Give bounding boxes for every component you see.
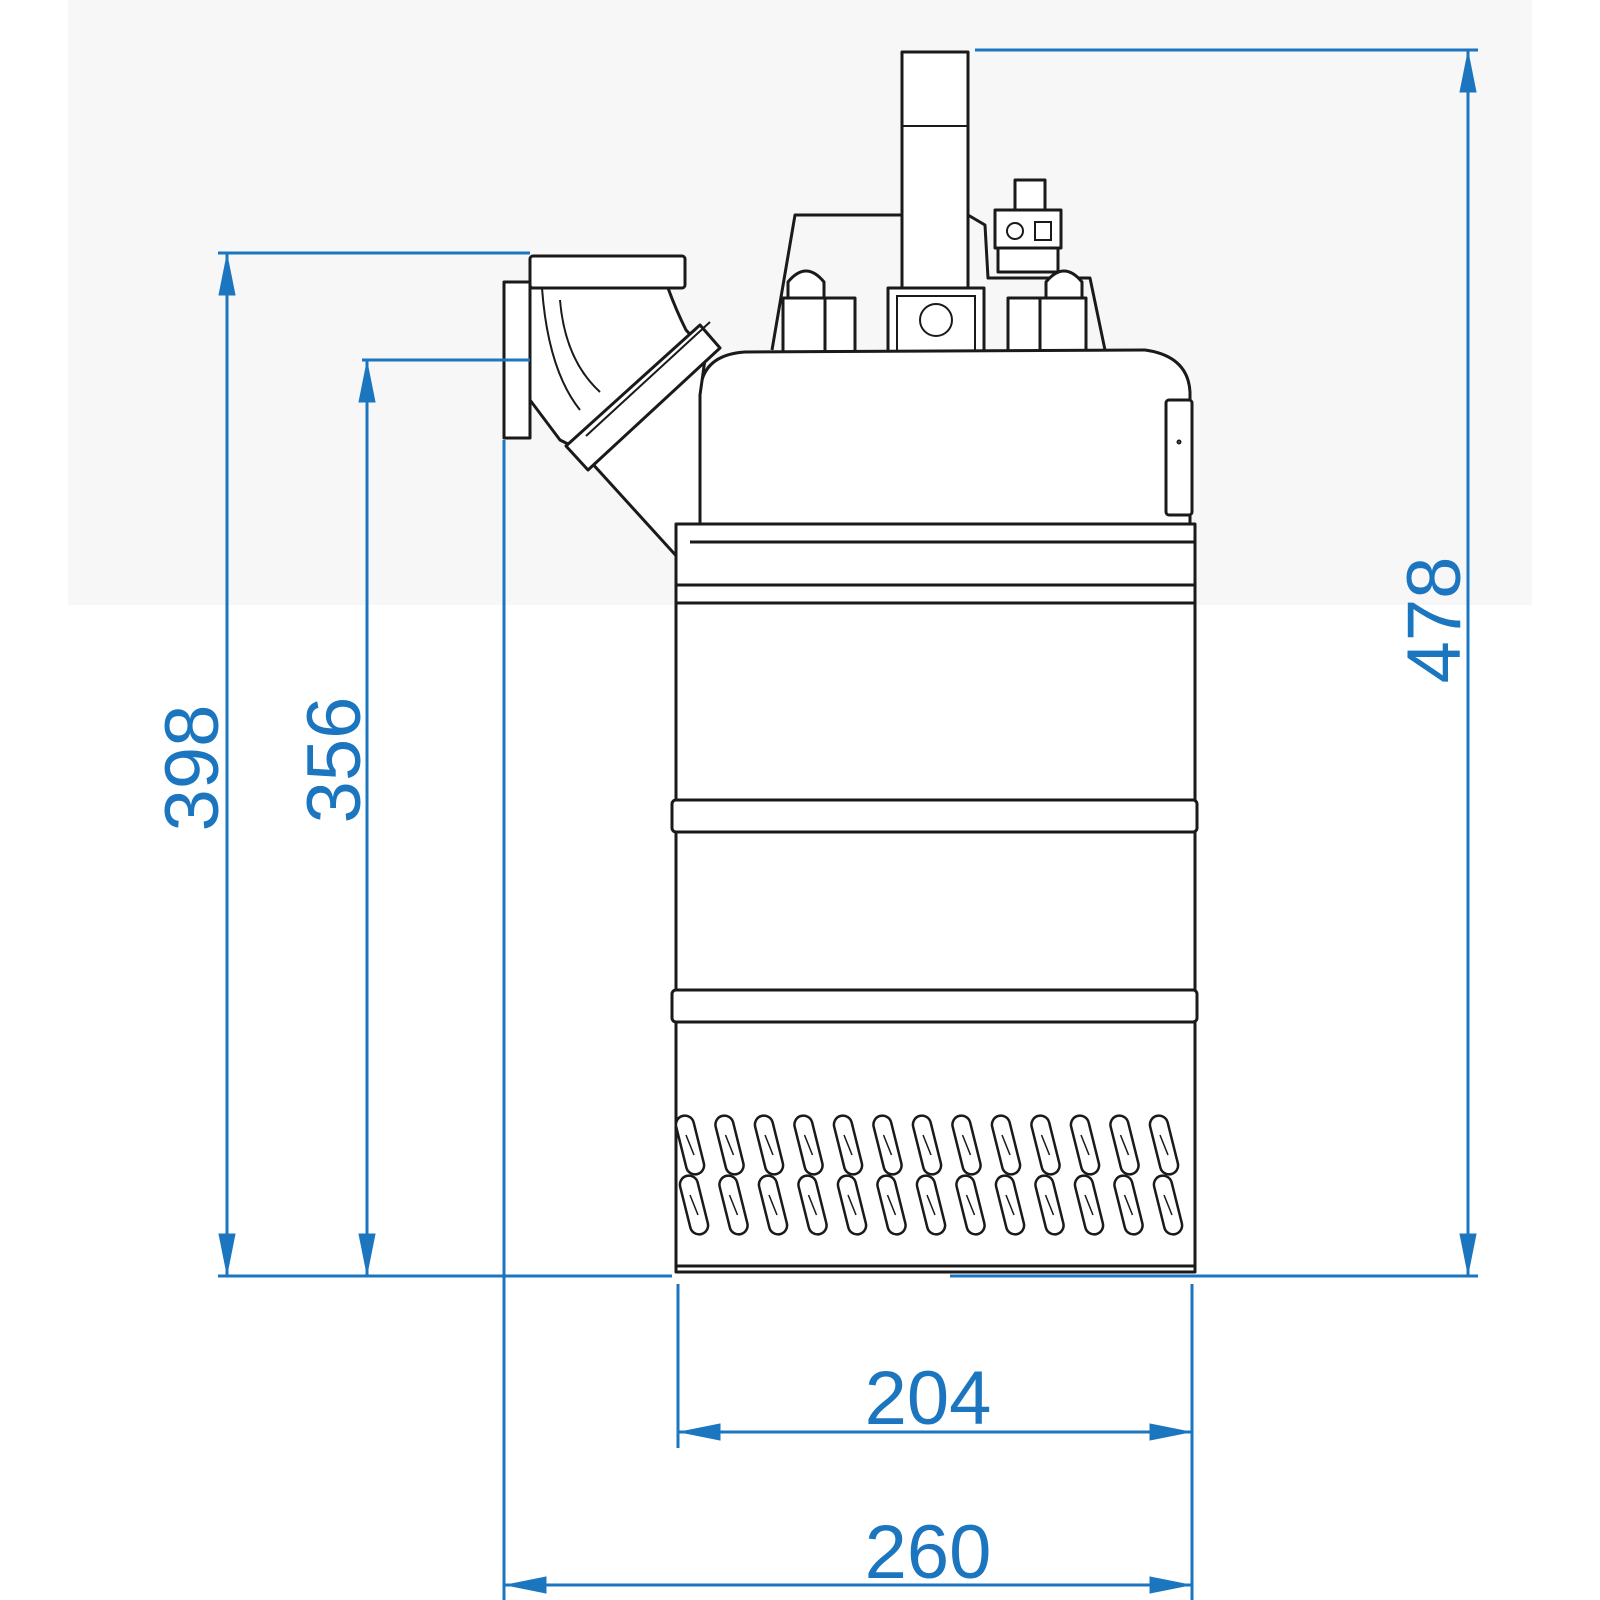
strainer-slot-detail: [1080, 1134, 1090, 1156]
pump-handle: [900, 50, 970, 300]
strainer-slot-detail: [926, 1194, 936, 1216]
strainer-slot-detail: [764, 1134, 774, 1156]
strainer-slot-detail: [961, 1134, 972, 1156]
strainer-slot-detail: [685, 1134, 695, 1156]
dimension-labels: 478 398 356 204 260: [150, 557, 1477, 1595]
strainer-slot-detail: [847, 1194, 857, 1216]
handle-base: [886, 286, 986, 356]
strainer-slot-detail: [1040, 1134, 1051, 1156]
strainer-slot-detail: [724, 1134, 735, 1156]
side-plate: [1164, 398, 1194, 517]
motor-housing-upper: [698, 348, 1192, 542]
strainer-slot-detail: [922, 1134, 932, 1156]
strainer-slot-detail: [1163, 1194, 1173, 1216]
strainer-slot-detail: [1159, 1134, 1169, 1156]
strainer-slot-detail: [1005, 1194, 1015, 1216]
strainer-slot-detail: [768, 1194, 778, 1216]
bolt-right: [1006, 269, 1088, 355]
strainer-slot-detail: [1001, 1134, 1011, 1156]
strainer-slot-detail: [965, 1194, 976, 1216]
strainer-slot-detail: [1084, 1194, 1094, 1216]
label-398: 398: [150, 705, 235, 832]
dimension-204: [678, 1423, 1192, 1441]
dimension-260: [504, 1576, 1192, 1594]
top-housing: [770, 213, 1107, 351]
strainer-slot-detail: [1119, 1134, 1130, 1156]
label-356: 356: [292, 697, 377, 824]
strainer-slot-detail: [886, 1194, 897, 1216]
strainer-slot-detail: [882, 1134, 893, 1156]
bolt-left: [781, 269, 857, 355]
strainer-slot-detail: [1044, 1194, 1055, 1216]
strainer-slot-detail: [1123, 1194, 1134, 1216]
label-260: 260: [865, 1510, 992, 1595]
cable-entry: [993, 178, 1063, 274]
strainer-slot-detail: [728, 1194, 739, 1216]
label-478: 478: [1392, 557, 1477, 684]
dimension-356: [358, 360, 376, 1276]
strainer-slot-detail: [807, 1194, 818, 1216]
dimension-478: [1459, 50, 1477, 1276]
strainer-slot-detail: [803, 1134, 814, 1156]
dimension-lines: [218, 48, 1478, 1600]
strainer-slot-detail: [689, 1194, 699, 1216]
label-204: 204: [865, 1356, 992, 1441]
pump-outline: [502, 50, 1199, 1274]
strainer-slot-detail: [843, 1134, 853, 1156]
strainer-slots: [674, 1114, 1184, 1236]
dimension-398: [218, 253, 236, 1276]
